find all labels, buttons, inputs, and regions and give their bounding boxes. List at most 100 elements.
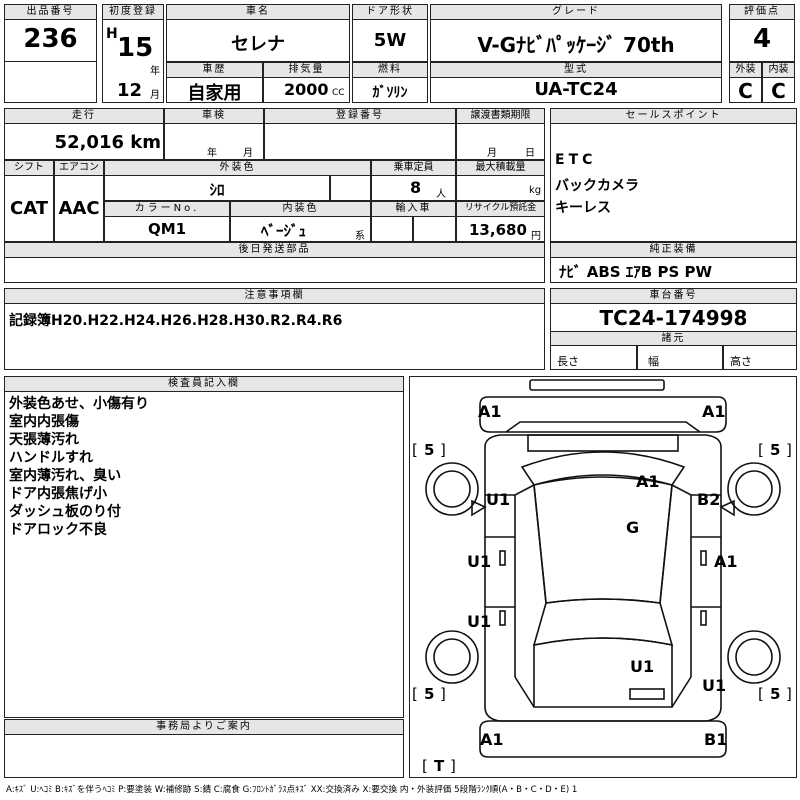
score-label: 評価点 (729, 4, 795, 20)
height-cell: 高さ (723, 345, 797, 370)
reg-month-unit: 月 (150, 90, 160, 101)
model: UA-TC24 (534, 79, 618, 100)
fuel: ｶﾞｿﾘﾝ (372, 85, 408, 101)
max-load-cell: kg (456, 175, 545, 201)
tire-rear-left (425, 630, 479, 684)
ac: AAC (58, 198, 100, 219)
mark-right-quarter: U1 (702, 676, 726, 695)
int-color: ﾍﾞｰｼﾞｭ (261, 222, 307, 240)
mark-roof: G (626, 518, 639, 537)
int-color-unit: 系 (355, 231, 365, 242)
legend: A:ｷｽﾞ U:ﾍｺﾐ B:ｷｽﾞを伴うﾍｺﾐ P:要塗装 W:補修跡 S:錆 … (6, 785, 578, 795)
interior-cell: C (762, 77, 795, 103)
capacity: 8 (410, 178, 422, 197)
shift: CAT (9, 198, 49, 219)
import-cell (371, 216, 413, 242)
svg-text:[: [ (758, 685, 764, 703)
mark-front-left: A1 (478, 402, 502, 421)
width-label: 幅 (648, 355, 659, 368)
later-parts-cell (4, 257, 545, 283)
first-reg-label: 初度登録 (102, 4, 164, 20)
reg-year: 15 (117, 33, 154, 63)
tire-front-left (425, 462, 479, 516)
car-diagram: A1 A1 A1 U1 B2 G U1 A1 U1 U1 U1 A1 B1 [ … (412, 379, 792, 775)
svg-text:[: [ (412, 685, 418, 703)
car-name-cell: セレナ (166, 19, 350, 62)
door-type: 5W (373, 30, 407, 51)
svg-text:]: ] (440, 685, 446, 703)
fuel-label: 燃料 (352, 62, 428, 78)
equipment-cell: ﾅﾋﾞ ABS ｴｱB PS PW (550, 257, 797, 283)
ac-label: エアコン (54, 160, 104, 176)
import-cell-2 (413, 216, 456, 242)
chassis-label: 車台番号 (550, 288, 797, 304)
length-cell: 長さ (550, 345, 637, 370)
history-cell: 自家用 (166, 77, 263, 104)
lot-blank-cell (4, 61, 97, 103)
car-name-label: 車名 (166, 4, 350, 20)
front-body-outline (479, 396, 727, 433)
inspector-note: ドアロック不良 (9, 522, 107, 538)
displacement-label: 排気量 (263, 62, 350, 78)
sales-cell: ETC バックカメラ キーレス (550, 123, 797, 242)
color-no: QM1 (147, 220, 187, 238)
color-label: 外装色 (104, 160, 371, 176)
exterior-cell: C (729, 77, 762, 103)
int-color-label: 内装色 (230, 201, 371, 217)
history-label: 車歴 (166, 62, 263, 78)
mileage-label: 走行 (4, 108, 164, 124)
grade-label: グレード (430, 4, 722, 20)
svg-text:[: [ (412, 441, 418, 459)
inspection-label: 車検 (164, 108, 264, 124)
spare-tire: T (434, 757, 445, 775)
shift-cell: CAT (4, 175, 54, 242)
svg-text:]: ] (440, 441, 446, 459)
mark-right-fender: B2 (697, 490, 720, 509)
reg-month: 12 (117, 80, 143, 101)
car-name: セレナ (231, 34, 285, 55)
notice-cell: 記録簿H20.H22.H24.H26.H28.H30.R2.R4.R6 (4, 303, 545, 370)
door-label: ドア形状 (352, 4, 428, 20)
inspector-note: 室内内張傷 (9, 414, 79, 430)
height-label: 高さ (730, 355, 752, 368)
office-label: 事務局よりご案内 (4, 719, 404, 735)
history: 自家用 (187, 83, 242, 104)
mark-rear-left: A1 (480, 730, 504, 749)
tire-tread-rear-right: 5 (770, 685, 780, 703)
model-cell: UA-TC24 (430, 77, 722, 103)
plate-cell (264, 123, 456, 160)
inspection-month-unit: 月 (243, 148, 253, 159)
tire-rear-right (727, 630, 781, 684)
mark-left-fender: U1 (486, 490, 510, 509)
mark-hood: A1 (636, 472, 660, 491)
plate-label: 登録番号 (264, 108, 456, 124)
color: ｼﾛ (209, 181, 225, 199)
score-cell: 4 (729, 19, 795, 62)
mark-rear-right: B1 (704, 730, 727, 749)
tire-tread-rear-left: 5 (424, 685, 434, 703)
tire-tread-front-left: 5 (424, 441, 434, 459)
tire-tread-front-right: 5 (770, 441, 780, 459)
chassis-cell: TC24-174998 (550, 303, 797, 332)
mark-right-front-door: A1 (714, 552, 738, 571)
interior-label: 内装 (762, 62, 795, 78)
lot-number: 236 (23, 24, 78, 54)
dims-label: 諸元 (550, 331, 797, 346)
equipment-label: 純正装備 (550, 242, 797, 258)
width-cell: 幅 (637, 345, 723, 370)
import-label: 輸入車 (371, 201, 456, 217)
recycle-label: リサイクル預託金 (456, 201, 545, 217)
lot-number-cell: 236 (4, 19, 97, 62)
inspector-note: ダッシュ板のり付 (9, 504, 121, 520)
notice-text: 記録簿H20.H22.H24.H26.H28.H30.R2.R4.R6 (9, 313, 343, 329)
notice-label: 注意事項欄 (4, 288, 545, 304)
first-reg-cell: H 15 年 12 月 (102, 19, 164, 103)
capacity-label: 乗車定員 (371, 160, 456, 176)
displacement-cell: 2000 CC (263, 77, 350, 103)
svg-text:[: [ (422, 757, 428, 775)
equipment: ﾅﾋﾞ ABS ｴｱB PS PW (559, 263, 713, 281)
score: 4 (752, 24, 772, 54)
ac-cell: AAC (54, 175, 104, 242)
inspector-note: 室内薄汚れ、臭い (9, 468, 122, 484)
body-outline (484, 434, 722, 722)
